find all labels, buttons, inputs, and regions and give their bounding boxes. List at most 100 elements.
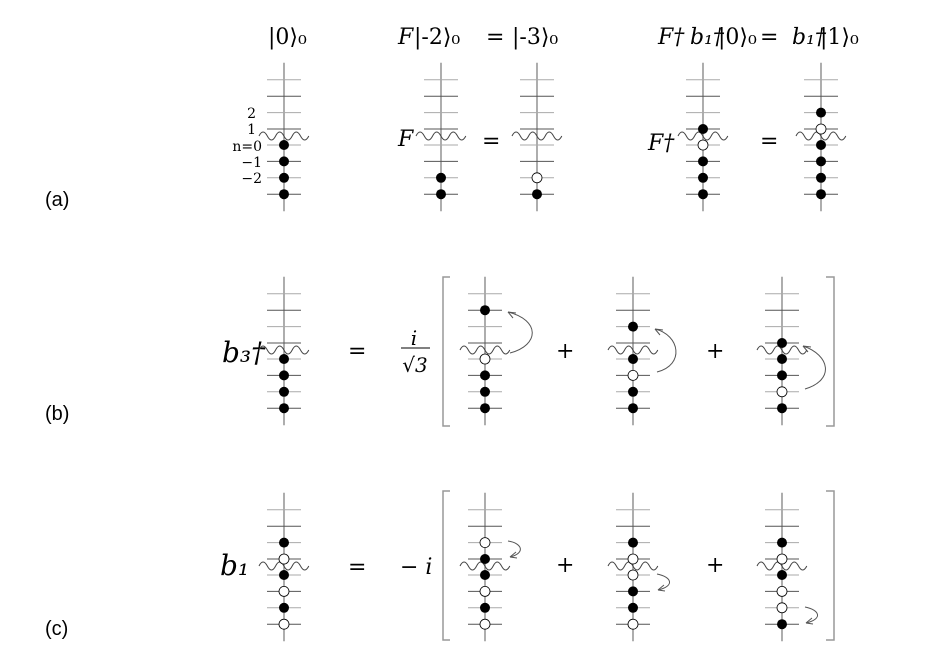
filled-fermion: [279, 140, 289, 150]
hole: [776, 586, 788, 597]
hole: [278, 586, 290, 597]
filled-fermion: [436, 189, 446, 200]
filled-fermion: [532, 189, 542, 200]
panel-label-b: (b): [45, 403, 69, 425]
filled-fermion: [816, 156, 826, 167]
equals-a1: =: [482, 129, 500, 154]
filled-fermion: [279, 386, 289, 397]
level-label-minus1: −1: [241, 155, 262, 171]
hole: [627, 369, 639, 381]
filled-fermion: [816, 140, 826, 150]
prefactor-denominator: √3: [402, 353, 427, 377]
hole: [776, 553, 788, 565]
panel-label-a: (a): [45, 189, 69, 211]
filled-fermion: [279, 354, 289, 364]
heading-ket-0b: |0⟩₀: [718, 25, 757, 50]
hop-arrow-c3: [656, 573, 670, 591]
filled-fermion: [777, 354, 787, 364]
level-label-1: 1: [247, 122, 256, 138]
level-label-2: 2: [247, 106, 256, 122]
fermi-sea-wave: [607, 561, 659, 571]
filled-fermion: [777, 570, 787, 580]
plus-b1: +: [556, 339, 574, 364]
right-bracket-c: [826, 490, 835, 641]
heading-F: F: [397, 25, 414, 50]
filled-fermion: [279, 602, 289, 613]
hole: [697, 139, 709, 151]
filled-fermion: [628, 321, 638, 332]
filled-fermion: [698, 156, 708, 167]
fermi-sea-wave: [511, 131, 563, 141]
hole: [278, 553, 290, 565]
hole: [776, 386, 788, 398]
filled-fermion: [279, 172, 289, 183]
filled-fermion: [816, 107, 826, 118]
filled-fermion: [279, 537, 289, 548]
filled-fermion: [698, 124, 708, 134]
fermi-sea-wave: [459, 345, 511, 355]
operator-F: F: [397, 127, 414, 152]
filled-fermion: [777, 338, 787, 348]
hole: [479, 618, 491, 630]
hop-arrow-b2: [507, 311, 533, 354]
fermi-sea-wave: [258, 561, 310, 571]
fermi-sea-wave: [258, 345, 310, 355]
hop-arrow-b3: [654, 328, 677, 373]
equals-b: =: [348, 339, 366, 364]
hole: [627, 569, 639, 581]
filled-fermion: [279, 403, 289, 414]
filled-fermion: [480, 403, 490, 414]
operator-b3-dagger: b₃†: [222, 336, 266, 369]
filled-fermion: [279, 370, 289, 381]
prefactor-minus-i: − i: [400, 555, 432, 580]
fermi-sea-wave: [756, 561, 808, 571]
hole: [479, 586, 491, 597]
filled-fermion: [698, 172, 708, 183]
filled-fermion: [628, 403, 638, 414]
filled-fermion: [816, 189, 826, 200]
filled-fermion: [480, 305, 490, 316]
filled-fermion: [279, 156, 289, 167]
fermi-sea-wave: [459, 561, 511, 571]
fermi-sea-wave: [607, 345, 659, 355]
arrowhead-c4: [805, 617, 814, 625]
filled-fermion: [480, 386, 490, 397]
filled-fermion: [698, 189, 708, 200]
filled-fermion: [480, 370, 490, 381]
filled-fermion: [816, 172, 826, 183]
equals-c: =: [348, 555, 366, 580]
hole: [531, 172, 543, 184]
filled-fermion: [777, 619, 787, 630]
fermi-sea-wave: [795, 131, 847, 141]
plus-c2: +: [706, 553, 724, 578]
arrowhead-c3: [657, 584, 666, 592]
heading-ket-minus3: |-3⟩₀: [512, 25, 558, 50]
hole: [627, 553, 639, 565]
filled-fermion: [480, 602, 490, 613]
prefactor-numerator: i: [411, 326, 417, 350]
level-label-minus2: −2: [241, 171, 262, 187]
arrowhead-b4: [802, 345, 812, 353]
filled-fermion: [628, 386, 638, 397]
operator-F-dagger: F†: [647, 131, 675, 156]
filled-fermion: [628, 354, 638, 364]
filled-fermion: [628, 537, 638, 548]
hole: [479, 353, 491, 365]
hole: [627, 618, 639, 630]
hole: [815, 123, 827, 135]
arrowhead-b2: [507, 311, 517, 319]
fermi-sea-wave: [756, 345, 808, 355]
hole: [278, 618, 290, 630]
left-bracket-b: [442, 276, 450, 427]
filled-fermion: [279, 189, 289, 200]
heading-b1-dagger: b₁†: [690, 25, 725, 50]
left-bracket-c: [442, 490, 450, 641]
hop-arrow-c2: [507, 540, 521, 558]
filled-fermion: [279, 570, 289, 580]
operator-b1: b₁: [220, 549, 249, 582]
filled-fermion: [628, 586, 638, 597]
filled-fermion: [777, 537, 787, 548]
arrowhead-c2: [509, 551, 518, 559]
hop-arrow-c4: [804, 606, 818, 624]
